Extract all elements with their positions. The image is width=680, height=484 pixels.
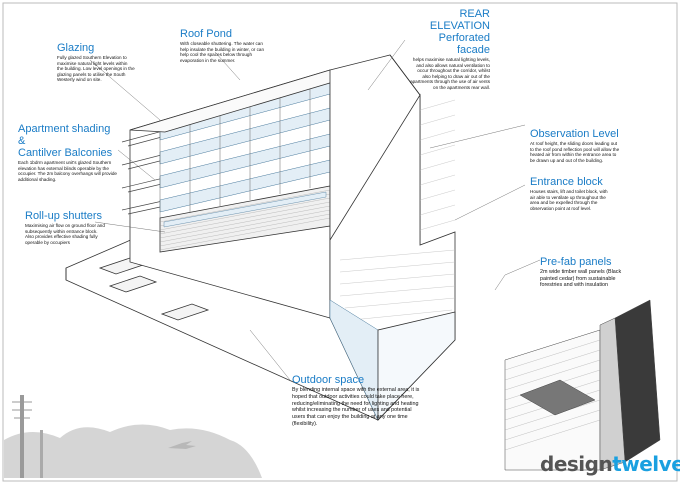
annotation-body: Maximising air flow on ground floor and … [25, 223, 105, 245]
annotation-title: Apartment shading & [18, 123, 111, 147]
annotation-subtitle: Cantilver Balconies [18, 147, 113, 159]
annotation-apartment-shading: Apartment shading & Cantilver Balconies … [18, 123, 118, 182]
airplane-icon [168, 441, 196, 449]
annotation-title: Roll-up shutters [25, 210, 103, 222]
annotation-roof-pond: Roof Pond With closeable shuttering. The… [180, 28, 272, 63]
annotation-entrance-block: Entrance block Houses stairs, lift and t… [530, 176, 612, 211]
town-silhouette [4, 395, 262, 478]
annotation-title: Observation Level [530, 128, 619, 140]
annotation-title: Outdoor space [292, 374, 365, 386]
prefab-panel-detail [504, 299, 661, 471]
annotation-roll-up-shutters: Roll-up shutters Maximising air flow on … [25, 210, 107, 245]
annotation-title: Glazing [57, 42, 95, 54]
annotation-outdoor-space: Outdoor space By blending internal space… [292, 374, 420, 428]
annotation-body: Each 1bdrm apartment unit's glazed South… [18, 160, 117, 182]
design-twelve-logo: designtwelve [540, 452, 680, 476]
annotation-title: Roof Pond [180, 28, 232, 40]
annotation-body: Houses stairs, lift and toilet block, wi… [530, 189, 608, 211]
logo-part-design: design [540, 452, 613, 476]
annotation-glazing: Glazing Fully glazed Southern Elevation … [57, 42, 135, 83]
annotation-subtitle: Perforated facade [438, 32, 490, 56]
building-illustration [65, 39, 541, 421]
annotation-body: At roof height, the sliding doors leadin… [530, 141, 620, 163]
annotation-title: Pre-fab panels [540, 256, 612, 268]
annotation-rear-elevation: REAR ELEVATION Perforated facade helps m… [410, 8, 490, 91]
annotation-body: 2m wide timber wall panels (Black painte… [540, 269, 622, 289]
logo-part-twelve: twelve [612, 452, 680, 476]
annotation-body: Fully glazed Southern Elevation to maxim… [57, 55, 135, 83]
annotation-body: By blending internal space with the exte… [292, 387, 420, 427]
annotation-title: REAR ELEVATION [429, 8, 490, 32]
annotation-prefab-panels: Pre-fab panels 2m wide timber wall panel… [540, 256, 636, 289]
annotation-body: helps maximise natural lighting levels, … [410, 57, 490, 90]
annotation-body: With closeable shuttering. The water can… [180, 41, 265, 63]
annotation-observation-level: Observation Level At roof height, the sl… [530, 128, 622, 163]
annotation-title: Entrance block [530, 176, 603, 188]
